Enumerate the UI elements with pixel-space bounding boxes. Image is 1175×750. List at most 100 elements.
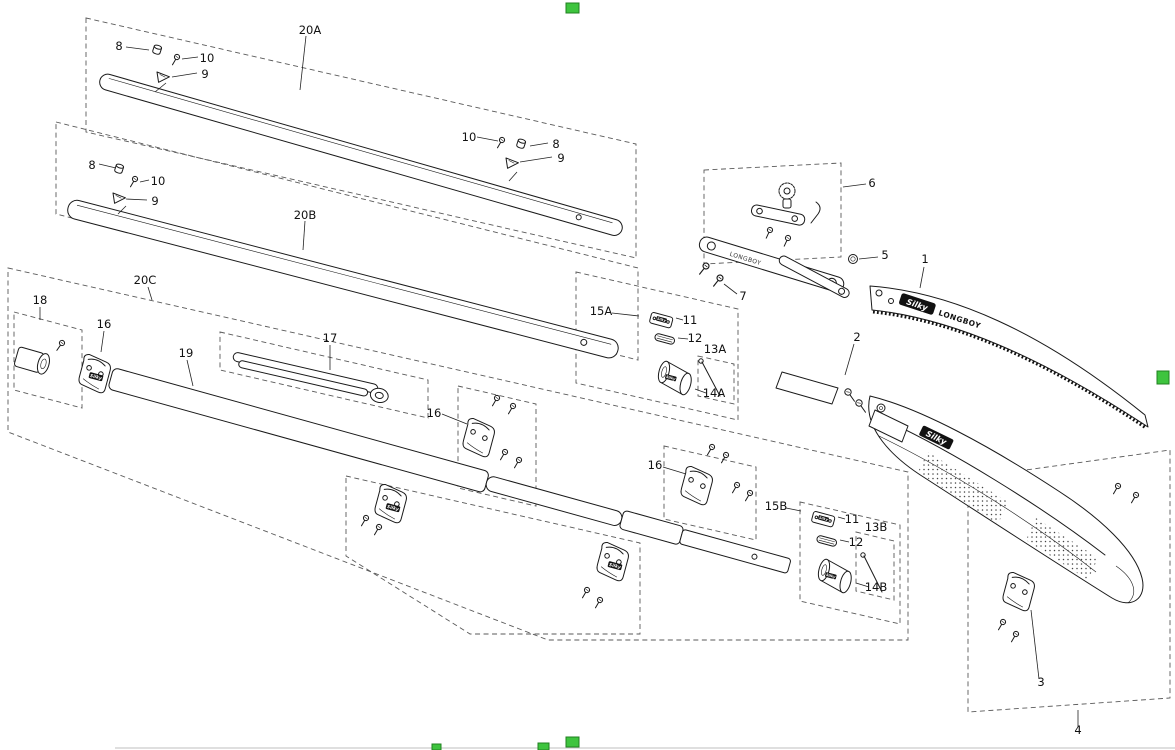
part-13a-pin: [701, 361, 721, 397]
clamp-screw: [371, 522, 384, 537]
label-16: 16: [648, 458, 663, 472]
knob-stem: [782, 198, 792, 209]
leader-line: [858, 256, 879, 260]
pole-20c-spring: [108, 368, 791, 574]
dashed-box-13b: [855, 531, 895, 601]
label-16: 16: [97, 317, 112, 331]
leader-lines: [39, 35, 1079, 727]
clamp-screw: [511, 455, 524, 470]
pivot-screw: [781, 234, 792, 248]
leader-line: [147, 286, 153, 301]
green-marker: [1156, 370, 1170, 385]
label-8: 8: [88, 158, 95, 172]
label-14b: 14B: [865, 580, 888, 594]
pivot-bolt: [876, 403, 886, 413]
dashed-box-6: [703, 162, 842, 265]
label-9: 9: [201, 67, 208, 81]
label-9: 9: [151, 194, 158, 208]
leader-line: [100, 330, 105, 353]
label-19: 19: [179, 346, 194, 360]
clamp-screw: [704, 442, 717, 457]
leader-line: [125, 46, 150, 51]
group-15b: [810, 510, 883, 595]
leader-line: [299, 35, 307, 91]
part-18-screw: [54, 338, 67, 353]
label-10: 10: [462, 130, 477, 144]
part-17-strap: [232, 352, 389, 404]
dashed-box-20c: [7, 267, 909, 641]
label-11: 11: [845, 512, 860, 526]
label-5: 5: [881, 248, 888, 262]
dashed-box-15b: [799, 501, 901, 625]
leader-line: [98, 163, 117, 169]
part-3-screw: [995, 617, 1008, 632]
part-10-screw: [127, 174, 140, 189]
clamp-screw: [497, 447, 510, 462]
label-8: 8: [115, 39, 122, 53]
handle-contour: [884, 419, 1106, 556]
label-1: 1: [921, 252, 928, 266]
part-8-cap: [113, 162, 125, 175]
part-2-bolt: [842, 387, 857, 402]
label-4: 4: [1074, 723, 1081, 737]
clamp-installed-a: [371, 482, 410, 525]
dashed-box-16c: [663, 445, 757, 541]
label-12: 12: [688, 331, 703, 345]
grip-texture: [918, 452, 1008, 524]
label-3: 3: [1037, 675, 1044, 689]
leader-line: [181, 56, 199, 60]
part-9-clip: [155, 71, 171, 85]
fastener-set-2: [494, 135, 527, 182]
label-6: 6: [868, 176, 875, 190]
dashed-box-17: [219, 331, 429, 419]
leader-line: [842, 183, 867, 188]
tube-end: [679, 529, 791, 574]
part-7-screw: [710, 273, 725, 289]
leader-line: [785, 507, 802, 512]
leader-line: [1030, 609, 1040, 680]
part-18-endcap: [13, 346, 50, 375]
part-16-clamp: [677, 464, 716, 507]
spring-wire: [810, 201, 821, 224]
group-6-pivot-hardware: [750, 182, 821, 248]
green-markers: [431, 2, 1170, 750]
clamp-screw: [729, 480, 742, 495]
part-8-cap: [515, 137, 527, 150]
label-9: 9: [557, 151, 564, 165]
leader-line: [476, 136, 499, 142]
leader-line: [694, 388, 707, 394]
clamp-screw: [505, 401, 518, 416]
part-12-pad: [815, 534, 838, 548]
leader-line: [677, 337, 689, 340]
pivot-screw: [763, 226, 774, 240]
spring-section-2: [619, 510, 684, 545]
part-7-screw: [696, 261, 711, 277]
part-1-saw-blade: Silky LONGBOY: [869, 285, 1149, 430]
handle-screw: [1128, 490, 1141, 505]
end-cap-line: [1115, 565, 1134, 604]
leader-line: [837, 516, 846, 520]
label-10: 10: [151, 174, 166, 188]
leader-line: [675, 317, 684, 321]
clamp-screw: [718, 450, 731, 465]
handle-assembly: Silky: [868, 395, 1144, 604]
assembly-line: [117, 205, 127, 215]
label-7: 7: [739, 289, 746, 303]
dashed-box-20a: [85, 17, 637, 259]
pole-20b: [67, 199, 619, 359]
label-14a: 14A: [703, 386, 726, 400]
label-12: 12: [849, 535, 864, 549]
part-13b-pin: [863, 555, 883, 593]
label-20c: 20C: [134, 273, 157, 287]
label-17: 17: [323, 331, 338, 345]
clamp-screw: [489, 393, 502, 408]
green-marker: [565, 2, 580, 14]
dashed-box-4: [967, 449, 1171, 713]
grip-pad: [775, 371, 839, 405]
label-16: 16: [427, 406, 442, 420]
assembly-line: [508, 171, 518, 182]
pole-20a: [99, 73, 623, 236]
part-10-screw: [169, 52, 182, 67]
spring-19: [108, 368, 489, 493]
